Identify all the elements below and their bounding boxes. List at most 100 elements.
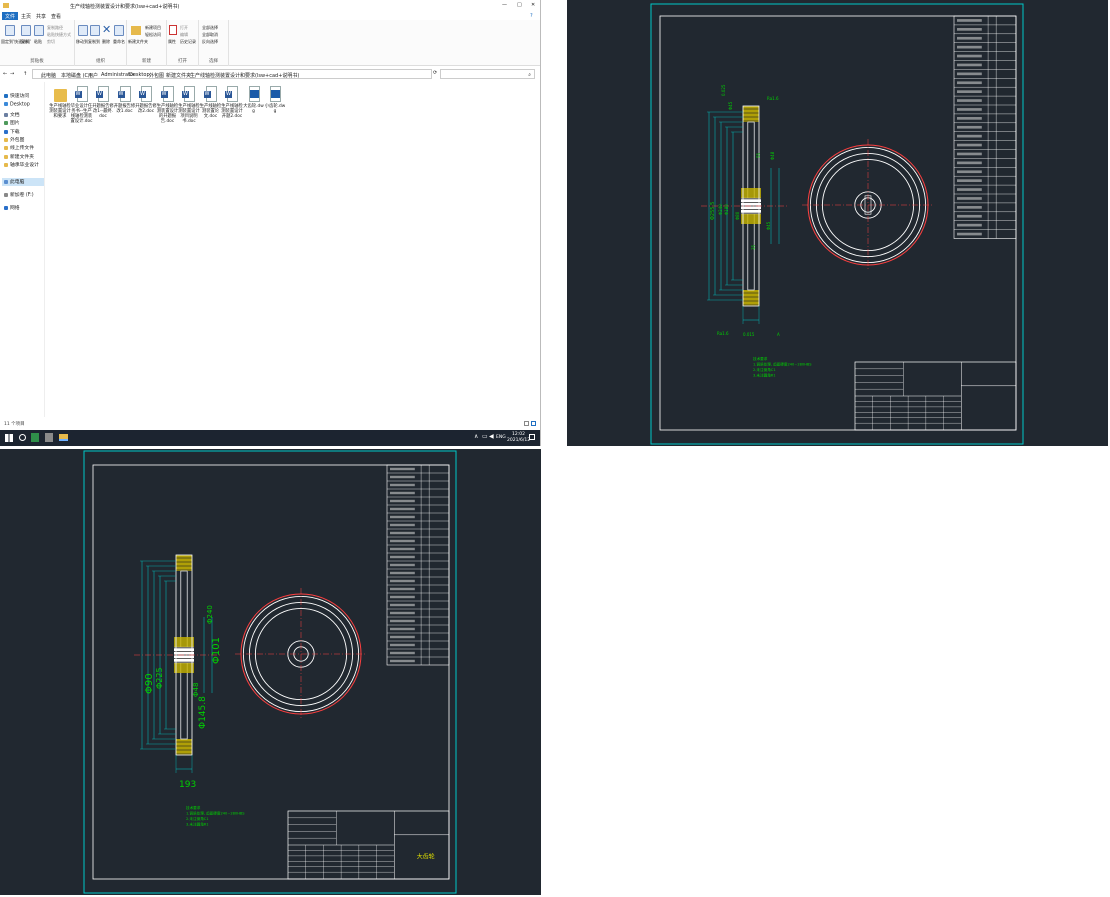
nav-item[interactable]: 网络 (4, 204, 20, 212)
details-view-icon[interactable] (524, 421, 529, 426)
file-item[interactable]: 生产线轴检测装置设计和要求 (49, 86, 71, 119)
back-icon[interactable]: ← (3, 71, 8, 77)
tab-view[interactable]: 查看 (51, 14, 62, 20)
dimension-text: 0.025 (721, 84, 726, 96)
file-explorer-taskbar-icon[interactable] (59, 434, 68, 441)
minimize-button[interactable]: — (502, 2, 507, 8)
breadcrumb-item[interactable]: 外包图 (149, 73, 165, 79)
rename-button[interactable]: 重命名 (113, 39, 125, 44)
up-icon[interactable]: ↑ (23, 71, 28, 77)
notification-icon[interactable] (529, 434, 535, 440)
file-name: 大齿轮.dwg (243, 104, 264, 114)
tray-arrow-icon[interactable]: ∧ (474, 433, 479, 440)
move-to-button[interactable]: 移动到 (76, 39, 88, 44)
breadcrumb-item[interactable]: 用户 (88, 73, 99, 79)
delete-button[interactable]: 删除 (102, 39, 110, 44)
large-icons-view-icon[interactable] (531, 421, 536, 426)
easy-access-button[interactable]: 轻松访问 (145, 32, 161, 37)
table-cell-text (390, 547, 415, 551)
window-title: 生产线轴检测装置设计和要求(lsw+cad+说明书) (70, 4, 180, 10)
search-icon[interactable] (19, 434, 26, 441)
breadcrumb-item[interactable]: 生产线轴检测装置设计和要求(lsw+cad+说明书) (190, 73, 300, 79)
language-indicator[interactable]: ENG (496, 435, 506, 440)
windows-start-icon[interactable] (5, 434, 13, 442)
breadcrumb-item[interactable]: 新建文件夹 (166, 73, 192, 79)
file-item[interactable]: 大齿轮.dwg (243, 86, 265, 114)
rename-icon[interactable] (114, 25, 124, 36)
search-input[interactable]: ⌕ (440, 69, 535, 79)
nav-item[interactable]: 线上传文件 (4, 144, 34, 152)
new-folder-icon[interactable] (131, 26, 141, 35)
copy-path-button[interactable]: 复制路径 (47, 25, 63, 30)
ribbon-group-label: 组织 (96, 59, 105, 64)
move-to-icon[interactable] (78, 25, 88, 36)
breadcrumb-item[interactable]: 此电脑 (41, 73, 57, 79)
cut-button[interactable]: 剪切 (47, 39, 55, 44)
forward-icon[interactable]: → (10, 71, 15, 77)
paste-shortcut-button[interactable]: 粘贴快捷方式 (47, 32, 71, 37)
nav-item[interactable]: 此电脑 (2, 178, 44, 186)
open-button[interactable]: 打开 (180, 25, 188, 30)
copy-icon[interactable] (21, 25, 31, 36)
nav-item[interactable]: 文档 (4, 111, 20, 119)
new-folder-button[interactable]: 新建文件夹 (128, 39, 148, 44)
table-cell-text (957, 143, 982, 147)
ribbon-group-clipboard: 固定到'快速访问' 复制 粘贴 复制路径 粘贴快捷方式 剪切 剪贴板 (0, 20, 75, 66)
taskbar-app-icon[interactable] (31, 433, 39, 442)
clock-date[interactable]: 2021/6/12 (507, 438, 531, 443)
paste-button[interactable]: 粘贴 (34, 39, 42, 44)
select-none-button[interactable]: 全部取消 (202, 32, 218, 37)
nav-item[interactable]: 图片 (4, 119, 20, 127)
properties-button[interactable]: 属性 (168, 39, 176, 44)
nav-item[interactable]: 新加卷 (F:) (4, 191, 34, 199)
breadcrumb-item[interactable]: Desktop (129, 72, 150, 78)
pin-quick-access-button[interactable]: 固定到'快速访问' (1, 39, 32, 44)
copy-to-icon[interactable] (90, 25, 100, 36)
nav-item[interactable]: Desktop (4, 102, 30, 110)
tab-file[interactable]: 文件 (2, 12, 19, 20)
copy-to-button[interactable]: 复制到 (88, 39, 100, 44)
nav-item[interactable]: 新建文件夹 (4, 153, 34, 161)
pin-icon[interactable] (5, 25, 15, 36)
history-button[interactable]: 历史记录 (180, 39, 196, 44)
taskbar-app-icon[interactable] (45, 433, 53, 442)
new-item-button[interactable]: 新建项目 (145, 25, 161, 30)
copy-button[interactable]: 复制 (21, 39, 29, 44)
volume-icon[interactable]: ◀ (489, 433, 494, 440)
table-cell-text (390, 603, 415, 607)
breadcrumb-item[interactable]: Administrator (101, 72, 136, 78)
clock-time[interactable]: 12:02 (512, 432, 525, 437)
delete-icon[interactable]: ✕ (102, 23, 112, 36)
help-icon[interactable]: ? (530, 13, 533, 19)
maximize-button[interactable]: □ (517, 2, 522, 8)
select-all-button[interactable]: 全部选择 (202, 25, 218, 30)
invert-selection-button[interactable]: 反向选择 (202, 39, 218, 44)
address-bar[interactable]: 此电脑 本地磁盘 (C:) 用户 Administrator Desktop 外… (32, 69, 432, 79)
nav-item[interactable]: 快速访问 (4, 92, 29, 100)
breadcrumb-item[interactable]: 本地磁盘 (C:) (61, 73, 92, 79)
tab-home[interactable]: 主页 (21, 14, 32, 20)
nav-item[interactable]: 轴承毕业设计 (4, 161, 39, 169)
nav-item[interactable]: 下载 (4, 128, 20, 136)
dimension-text: Φ180 (724, 204, 729, 215)
refresh-icon[interactable]: ⟳ (433, 70, 438, 76)
tab-share[interactable]: 共享 (36, 14, 47, 20)
paste-icon[interactable] (34, 25, 44, 36)
nav-item[interactable]: 外包图 (4, 136, 24, 144)
edit-button[interactable]: 编辑 (180, 32, 188, 37)
properties-icon[interactable] (169, 25, 177, 35)
file-item[interactable]: 小齿轮.dwg (264, 86, 286, 114)
table-cell-text (957, 223, 982, 227)
table-cell-text (957, 81, 982, 85)
network-icon[interactable]: ▭ (482, 433, 488, 440)
file-name: 开题报告修改2.doc (135, 104, 157, 114)
close-button[interactable]: ✕ (531, 2, 536, 8)
